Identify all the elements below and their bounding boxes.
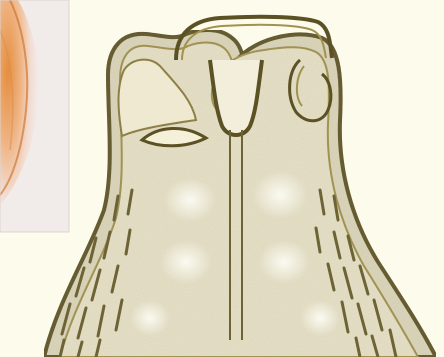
inset-photo: [0, 0, 69, 232]
